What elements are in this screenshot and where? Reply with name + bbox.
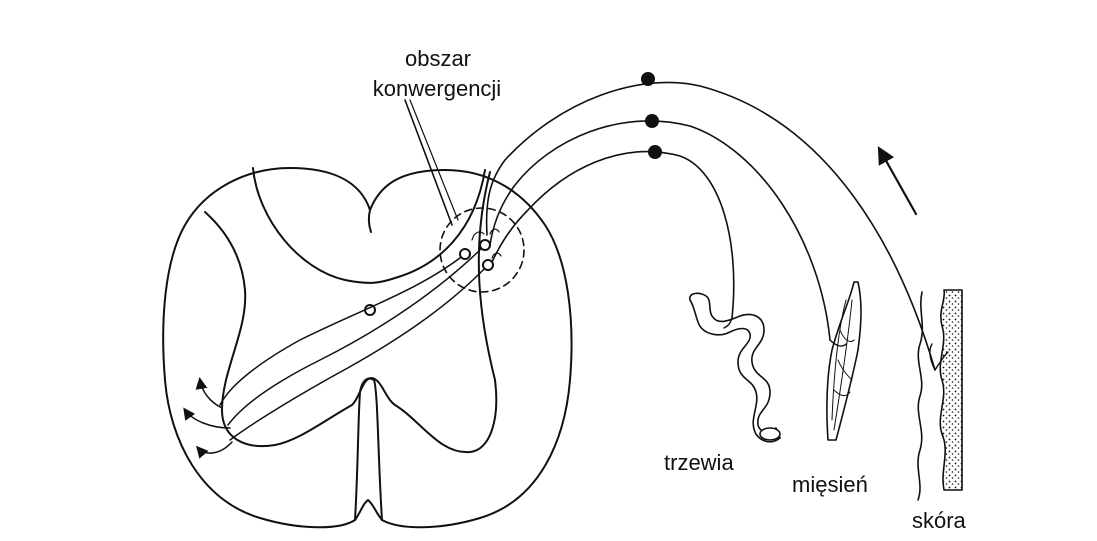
skin-inner-line xyxy=(917,291,924,501)
convergence-zone-label: obszar konwergencji xyxy=(367,44,507,104)
convergence-label-line1: obszar xyxy=(404,46,472,71)
muscle-nerve-entry xyxy=(829,339,847,347)
tract-2 xyxy=(227,244,486,426)
spinal-cord-outline xyxy=(162,167,573,529)
skin-label: skóra xyxy=(912,508,966,533)
convergence-pointer-line-2 xyxy=(409,99,459,221)
convergence-pointer-line xyxy=(404,99,453,226)
grey-matter-outline xyxy=(204,167,498,454)
tract-1 xyxy=(219,253,466,406)
tract-3 xyxy=(229,264,489,441)
direction-arrow xyxy=(877,146,918,216)
neuron-3 xyxy=(482,259,494,271)
dorsal-sulcus xyxy=(367,209,372,233)
ventral-fissure xyxy=(354,377,383,521)
convergence-zone xyxy=(439,207,525,293)
neuron-synapse-1 xyxy=(471,231,485,241)
viscera-end xyxy=(759,427,781,441)
neuron-synapse-3 xyxy=(491,252,502,259)
ganglion-skin xyxy=(641,72,655,86)
muscle-afferent-fiber xyxy=(489,120,831,341)
skin-nerve-ending xyxy=(929,343,949,371)
muscle-shape xyxy=(826,281,862,441)
neuron-2 xyxy=(479,239,491,251)
efferent-arrow-1 xyxy=(195,377,223,409)
viscera-label: trzewia xyxy=(664,450,734,475)
efferent-arrow-3 xyxy=(196,441,233,459)
viscera-afferent-fiber xyxy=(491,150,735,319)
viscera-fiber-end xyxy=(723,317,733,329)
neuron-1 xyxy=(459,248,471,260)
ganglion-viscera xyxy=(648,145,662,159)
viscera-shape xyxy=(689,292,781,443)
ganglion-muscle xyxy=(645,114,659,128)
muscle-fiber-lines xyxy=(831,299,855,431)
skin-layer xyxy=(939,289,963,491)
muscle-label: mięsień xyxy=(792,472,868,497)
efferent-arrow-2 xyxy=(183,407,231,429)
convergence-label-line2: konwergencji xyxy=(372,76,502,101)
neuron-synapse-2 xyxy=(489,228,500,235)
skin-afferent-fiber xyxy=(485,81,936,371)
